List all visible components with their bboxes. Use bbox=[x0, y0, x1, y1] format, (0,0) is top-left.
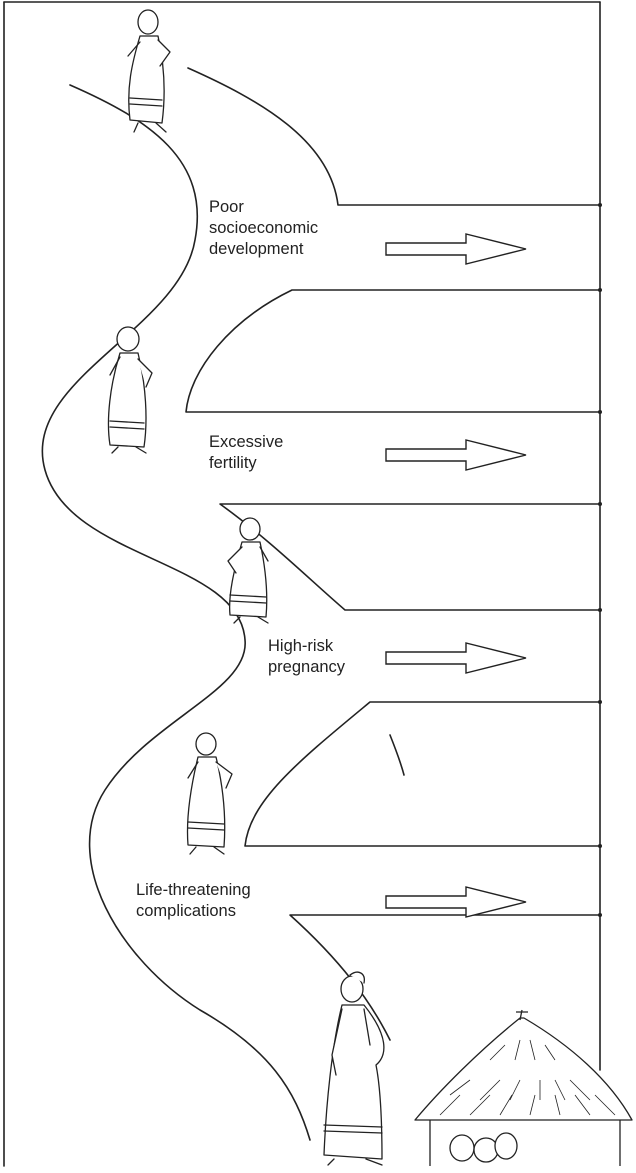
road-left-edge bbox=[41, 84, 311, 1141]
road-right-edge-1 bbox=[187, 67, 601, 206]
corridor-wall-3 bbox=[244, 701, 601, 847]
corridor-wall-4 bbox=[289, 914, 601, 1041]
stage-label-fertility: Excessive fertility bbox=[209, 433, 284, 472]
stage-label-high-risk: High-risk pregnancy bbox=[268, 637, 346, 676]
road-right-edge-end bbox=[389, 734, 405, 776]
stage-label-socioeconomic: Poor socioeconomic development bbox=[209, 198, 319, 258]
exit-arrow-icon bbox=[385, 233, 527, 265]
exit-arrow-icon bbox=[385, 439, 527, 471]
corridor-wall-2 bbox=[219, 503, 601, 611]
hut-icon bbox=[414, 1009, 633, 1166]
walking-woman-icon bbox=[127, 9, 171, 133]
clay-pot-icon bbox=[449, 1132, 518, 1163]
exit-arrow-icon bbox=[385, 642, 527, 674]
walking-woman-icon bbox=[186, 732, 233, 855]
exit-arrow-icon bbox=[385, 886, 527, 918]
corridor-dots bbox=[598, 203, 602, 917]
corridor-wall-1 bbox=[185, 289, 601, 413]
walking-woman-icon bbox=[107, 326, 153, 454]
walking-woman-icon bbox=[227, 517, 269, 624]
stage-label-complications: Life-threatening complications bbox=[136, 881, 251, 920]
pregnant-woman-icon bbox=[323, 971, 385, 1166]
